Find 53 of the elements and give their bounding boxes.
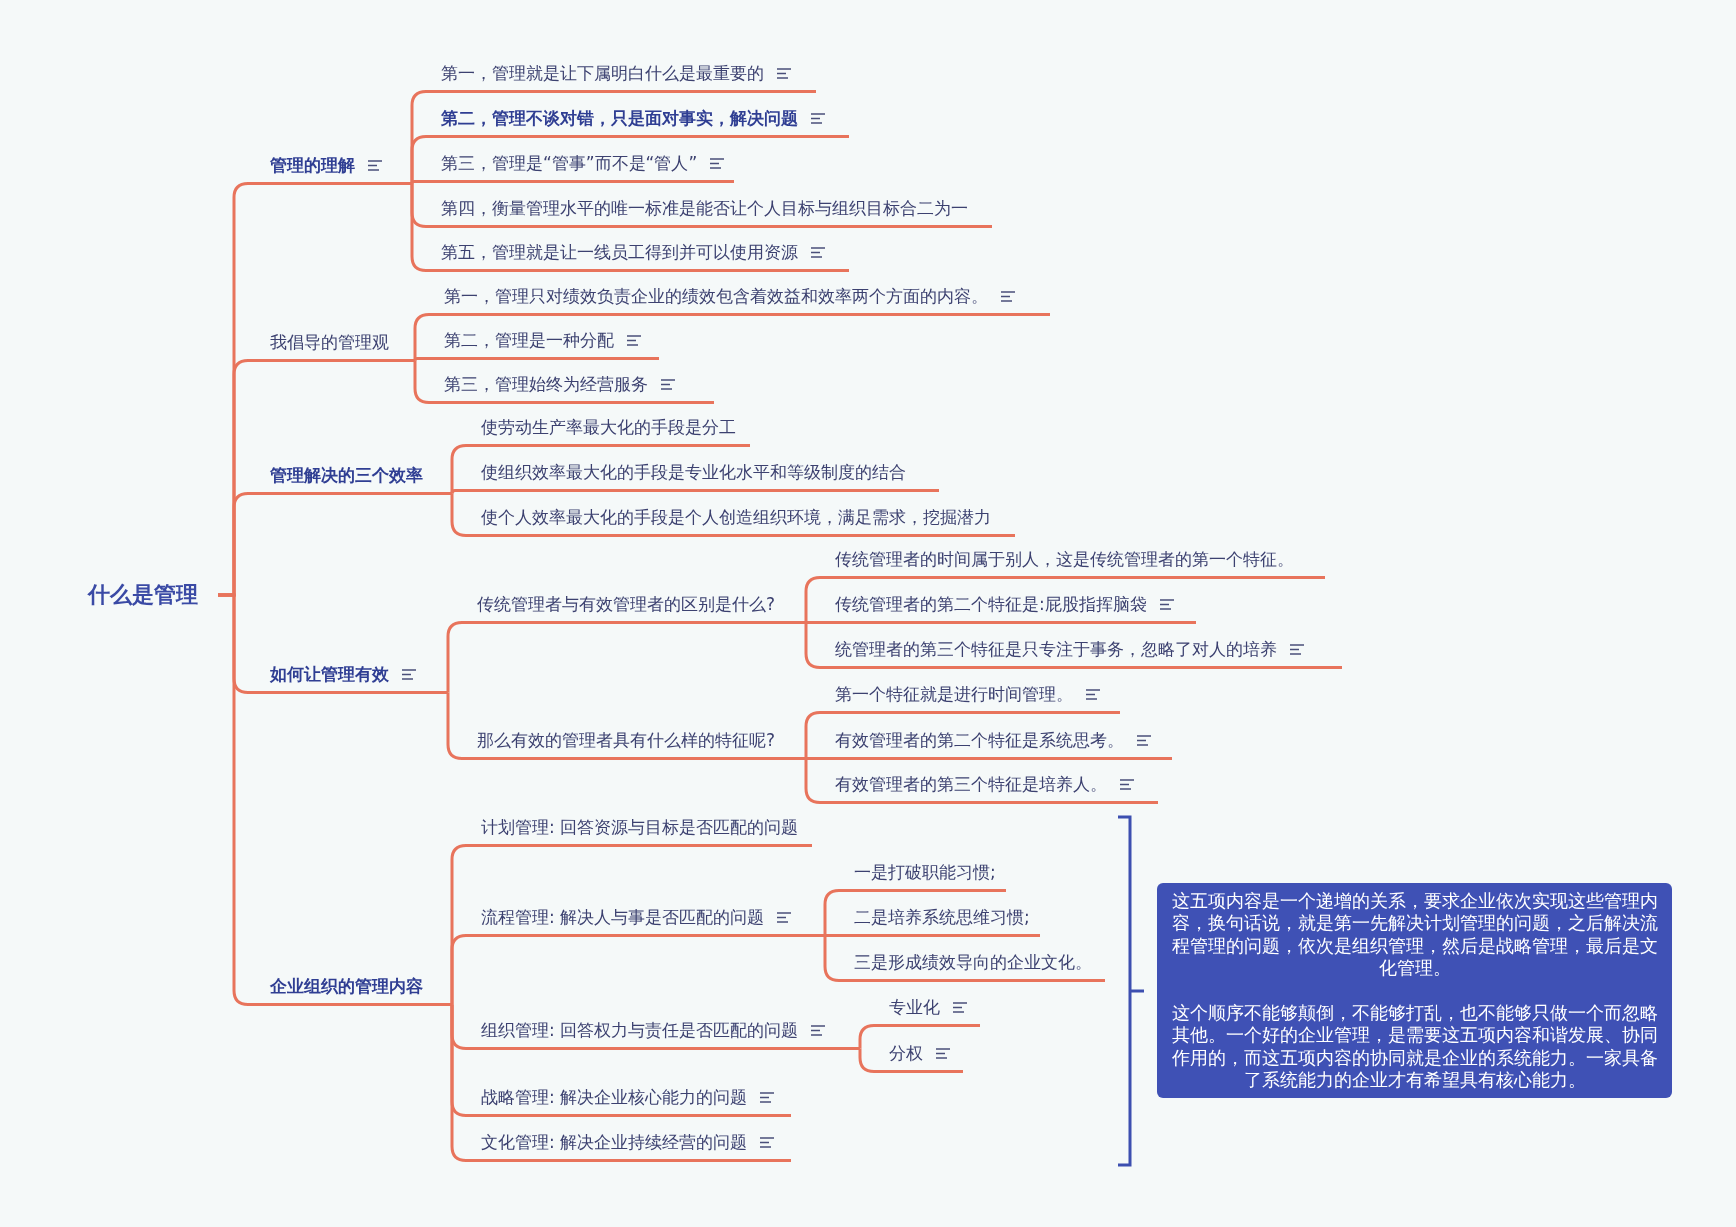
topic-text: 第一，管理就是让下属明白什么是最重要的: [441, 62, 764, 85]
topic-text: 管理解决的三个效率: [270, 464, 423, 487]
topic-text: 统管理者的第三个特征是只专注于事务，忽略了对人的培养: [835, 638, 1277, 661]
connector-line: [823, 934, 839, 937]
topic-text: 管理的理解: [270, 154, 355, 177]
connector-line: [450, 934, 468, 1006]
note-box: [1157, 883, 1672, 1098]
topic-text: 我倡导的管理观: [270, 331, 389, 354]
connector-line: [858, 1047, 876, 1073]
connector-line: [450, 489, 466, 495]
topic-text: 传统管理者与有效管理者的区别是什么?: [477, 593, 776, 616]
central-topic: 什么是管理: [84, 579, 218, 611]
topic-text: 使组织效率最大化的手段是专业化水平和等级制度的结合: [481, 461, 906, 484]
topic-text: 有效管理者的第三个特征是培养人。: [835, 773, 1107, 796]
topic-text: 流程管理: 解决人与事是否匹配的问题: [481, 906, 765, 929]
connector-line: [823, 934, 841, 982]
topic-text: 使个人效率最大化的手段是个人创造组织环境，满足需求，挖掘潜力: [481, 506, 991, 529]
topic-text: 二是培养系统思维习惯;: [854, 906, 1030, 929]
topic-text: 分权: [889, 1042, 923, 1065]
topic-text: 第五，管理就是让一线员工得到并可以使用资源: [441, 241, 798, 264]
connector-line: [804, 757, 822, 804]
topic-text: 有效管理者的第二个特征是系统思考。: [835, 729, 1124, 752]
connector-line: [804, 757, 820, 760]
note-text: 这个顺序不能够颠倒，不能够打乱，也不能够只做一个而忽略其他。一个好的企业管理，是需要这五项内容和谐发展、协同作用的，而这五项内容的协同就是企业的系统能力。一家具备了系统能力的企业才有希望具有核心能力。: [1170, 1001, 1659, 1092]
connector-line: [823, 889, 841, 937]
connector-line: [858, 1024, 876, 1050]
connector-line: [804, 711, 822, 760]
topic-text: 一是打破职能习惯;: [854, 861, 996, 884]
topic-text: 专业化: [889, 996, 940, 1019]
topic-text: 传统管理者的第二个特征是:屁股指挥脑袋: [835, 593, 1147, 616]
connector-line: [804, 621, 822, 669]
topic-text: 第一，管理只对绩效负责企业的绩效包含着效益和效率两个方面的内容。: [444, 285, 988, 308]
note-text: 这五项内容是一个递增的关系，要求企业依次实现这些管理内容，换句话说，就是第一先解决计划管理的问题，之后解决流程管理的问题，依次是组织管理，然后是战略管理，最后是文化管理。: [1170, 889, 1659, 980]
topic-text: 第二，管理不谈对错，只是面对事实，解决问题: [441, 107, 798, 130]
connector-line: [410, 180, 426, 185]
topic-text: 计划管理: 回答资源与目标是否匹配的问题: [481, 816, 799, 839]
topic-text: 第四，衡量管理水平的唯一标准是能否让个人目标与组织目标合二为一: [441, 197, 968, 220]
topic-text: 第二，管理是一种分配: [444, 329, 614, 352]
topic-text: 三是形成绩效导向的企业文化。: [854, 951, 1092, 974]
connector-line: [413, 357, 429, 362]
topic-text: 第一个特征就是进行时间管理。: [835, 683, 1073, 706]
topic-text: 第三，管理始终为经营服务: [444, 373, 648, 396]
topic-text: 战略管理: 解决企业核心能力的问题: [481, 1086, 748, 1109]
topic-text: 企业组织的管理内容: [270, 975, 423, 998]
topic-text: 文化管理: 解决企业持续经营的问题: [481, 1131, 748, 1154]
topic-text: 传统管理者的时间属于别人，这是传统管理者的第一个特征。: [835, 548, 1294, 571]
connector-line: [804, 621, 820, 624]
topic-text: 那么有效的管理者具有什么样的特征呢?: [477, 729, 776, 752]
topic-text: 使劳动生产率最大化的手段是分工: [481, 416, 736, 439]
topic-text: 组织管理: 回答权力与责任是否匹配的问题: [481, 1019, 799, 1042]
topic-text: 第三，管理是“管事”而不是“管人”: [441, 152, 698, 175]
topic-text: 如何让管理有效: [270, 663, 389, 686]
connector-line: [804, 576, 822, 624]
